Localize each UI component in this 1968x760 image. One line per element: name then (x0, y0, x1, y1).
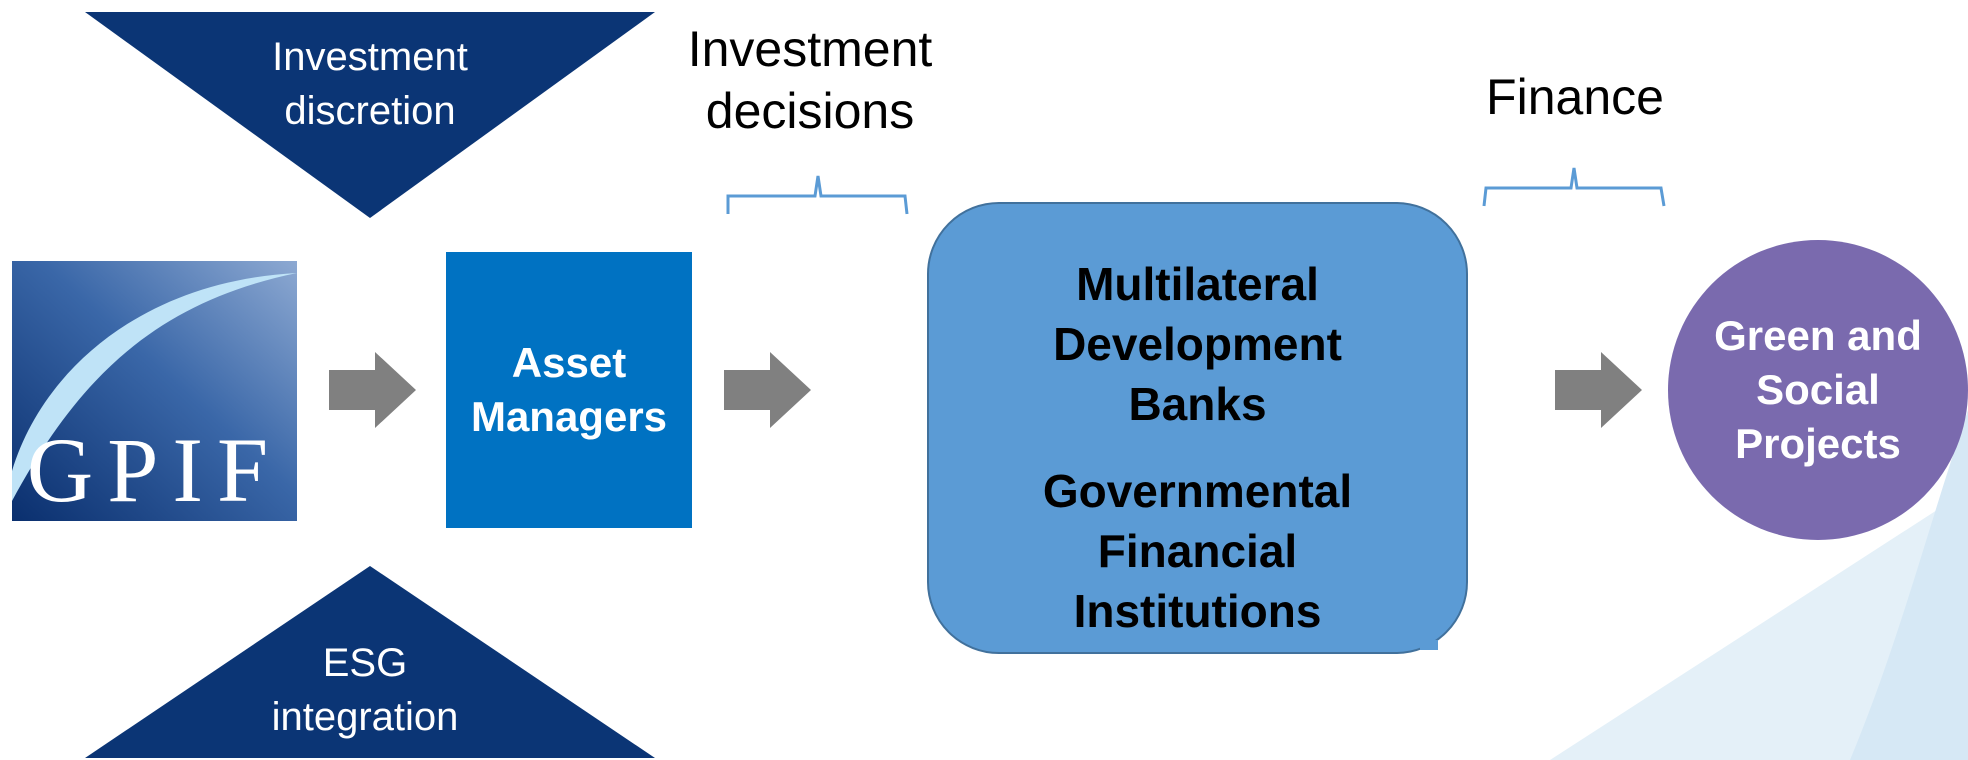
investment-discretion-triangle (85, 12, 655, 218)
investment-decisions-bracket (726, 175, 909, 215)
gpif-logo-text: GPIF (26, 419, 283, 521)
governmental-line-3: Institutions (1073, 585, 1322, 637)
finance-label: Finance (1486, 69, 1664, 125)
esg-integration-line-2: integration (271, 695, 459, 739)
gpif-logo (12, 261, 297, 521)
investment-discretion-line-1: Investment (272, 35, 468, 79)
gpif-logo-graphic (12, 261, 297, 521)
right-arrow-icon (329, 352, 416, 428)
investment-decisions-label: Investment decisions (660, 18, 960, 142)
logo-swoosh (12, 273, 297, 501)
esg-integration-triangle (85, 566, 655, 758)
governmental-line-1: Governmental (1042, 465, 1353, 517)
projects-line-1: Green and (1714, 312, 1922, 359)
asset-managers-line-2: Managers (470, 393, 668, 440)
projects-line-3: Projects (1735, 420, 1901, 467)
investment-discretion-label: Investment discretion (220, 30, 520, 138)
governmental-group: Governmental Financial Institutions (927, 461, 1468, 641)
right-arrow-icon (724, 352, 811, 428)
institutions-box-notch (1420, 640, 1438, 650)
multilateral-line-2: Development (1053, 318, 1342, 370)
esg-integration-line-1: ESG (322, 641, 408, 685)
multilateral-line-3: Banks (1128, 378, 1267, 430)
projects-circle: Green and Social Projects (1668, 240, 1968, 540)
background-corner-shape (1550, 490, 1968, 760)
right-arrow-icon (1555, 352, 1642, 428)
multilateral-line-1: Multilateral (1076, 258, 1319, 310)
asset-managers-box: Asset Managers (446, 252, 692, 528)
background-swoosh (1850, 410, 1968, 760)
asset-managers-line-1: Asset (511, 339, 627, 386)
projects-line-2: Social (1756, 366, 1880, 413)
multilateral-group: Multilateral Development Banks (927, 254, 1468, 434)
investment-decisions-line-1: Investment (687, 21, 933, 77)
governmental-line-2: Financial (1097, 525, 1298, 577)
investment-discretion-line-2: discretion (284, 89, 456, 133)
institutions-box (927, 202, 1468, 654)
finance-bracket (1482, 167, 1666, 207)
investment-decisions-line-2: decisions (705, 83, 915, 139)
esg-integration-label: ESG integration (215, 636, 515, 744)
